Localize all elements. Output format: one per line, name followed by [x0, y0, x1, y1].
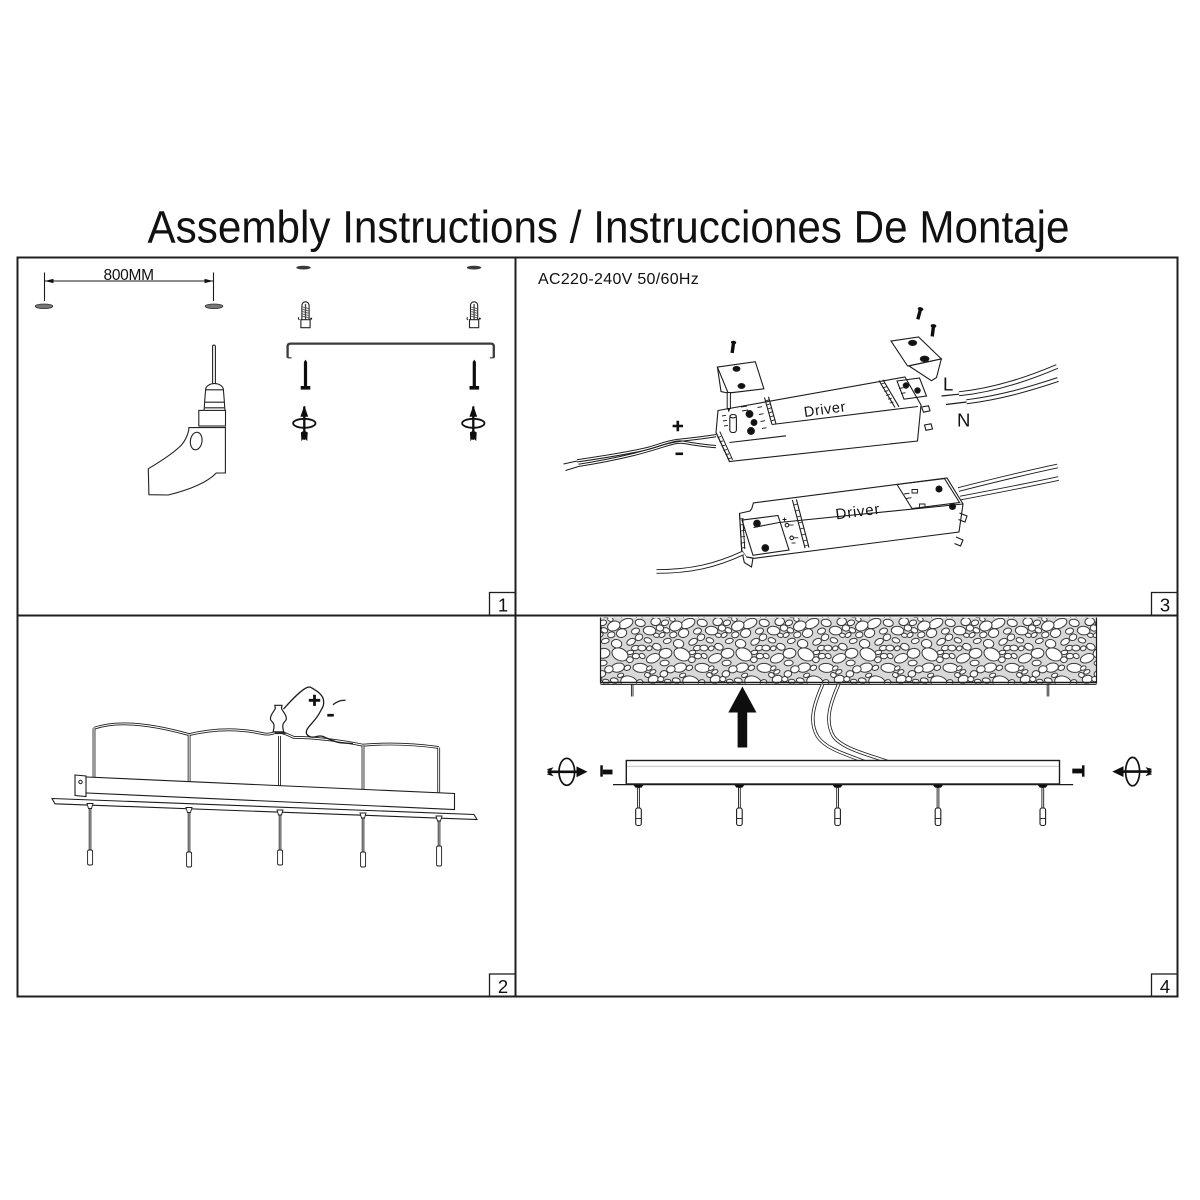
svg-text:2: 2 — [498, 976, 508, 997]
svg-text:800MM: 800MM — [104, 267, 154, 284]
svg-text:Assembly Instructions / Instru: Assembly Instructions / Instrucciones De… — [148, 202, 1070, 253]
svg-text:N: N — [957, 410, 970, 431]
svg-text:AC220-240V 50/60Hz: AC220-240V 50/60Hz — [538, 271, 699, 288]
svg-text:L: L — [943, 374, 953, 395]
svg-text:3: 3 — [1160, 595, 1170, 616]
svg-text:Driver: Driver — [803, 399, 847, 421]
svg-text:1: 1 — [498, 595, 508, 616]
svg-text:4: 4 — [1160, 976, 1170, 997]
svg-text:Driver: Driver — [835, 501, 882, 524]
